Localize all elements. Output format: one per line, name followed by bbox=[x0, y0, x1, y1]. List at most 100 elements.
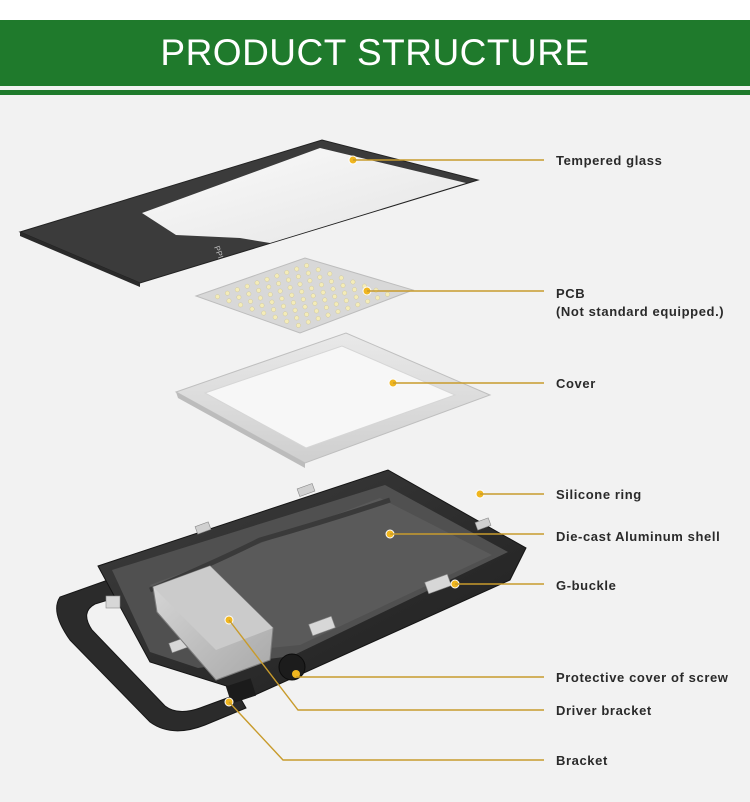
led-chip bbox=[365, 298, 371, 304]
led-chip bbox=[323, 305, 329, 310]
led-chip bbox=[345, 305, 351, 311]
led-chip bbox=[327, 271, 333, 277]
label-screw-cover: Protective cover of screw bbox=[556, 670, 729, 685]
label-g-buckle: G-buckle bbox=[556, 578, 617, 593]
led-chip bbox=[256, 287, 262, 293]
page-title: PRODUCT STRUCTURE bbox=[160, 32, 590, 73]
led-chip bbox=[375, 295, 380, 301]
led-chip bbox=[215, 294, 220, 300]
led-chip bbox=[385, 291, 390, 297]
tempered-glass-part: PPI bbox=[18, 139, 480, 287]
pcb-part bbox=[194, 257, 415, 334]
led-chip bbox=[352, 287, 357, 292]
led-chip bbox=[289, 292, 295, 298]
led-chip bbox=[234, 287, 240, 293]
led-chip bbox=[274, 273, 280, 279]
led-chip bbox=[269, 299, 275, 305]
led-chip bbox=[271, 307, 276, 312]
top-margin bbox=[0, 0, 750, 20]
led-chip bbox=[238, 302, 244, 308]
led-chip bbox=[307, 278, 313, 284]
label-driver-bracket: Driver bracket bbox=[556, 703, 652, 718]
led-chip bbox=[338, 275, 344, 281]
led-chip bbox=[295, 322, 301, 328]
led-chip bbox=[340, 283, 346, 288]
led-chip bbox=[322, 297, 328, 303]
led-chip bbox=[314, 308, 319, 314]
led-chip bbox=[305, 270, 311, 276]
leader-line-bracket bbox=[228, 701, 544, 761]
svg-text:PPI: PPI bbox=[212, 245, 225, 260]
led-chip bbox=[248, 298, 253, 304]
led-chip bbox=[330, 286, 336, 292]
label-cover: Cover bbox=[556, 376, 596, 391]
shell-part bbox=[97, 155, 527, 707]
led-chip bbox=[284, 270, 290, 275]
led-chip bbox=[246, 291, 252, 297]
led-chip bbox=[267, 292, 273, 297]
led-chip bbox=[249, 306, 255, 312]
led-chip bbox=[292, 307, 298, 313]
led-chip bbox=[266, 284, 272, 290]
led-chip bbox=[282, 311, 288, 317]
led-chip bbox=[257, 295, 263, 301]
led-chip bbox=[224, 290, 230, 296]
header-rule bbox=[0, 90, 750, 95]
led-chip bbox=[244, 283, 250, 289]
led-chip bbox=[317, 274, 323, 280]
led-chip bbox=[319, 282, 324, 288]
led-chip bbox=[264, 276, 270, 282]
led-chip bbox=[355, 302, 361, 308]
led-chip bbox=[335, 309, 341, 314]
header-banner: PRODUCT STRUCTURE bbox=[0, 20, 750, 86]
led-chip bbox=[284, 318, 290, 324]
led-chip bbox=[290, 300, 296, 306]
led-chip bbox=[272, 314, 278, 320]
leader-lines bbox=[228, 159, 544, 761]
led-chip bbox=[373, 287, 379, 293]
led-chip bbox=[277, 288, 283, 294]
led-chip bbox=[325, 312, 331, 318]
led-chip bbox=[310, 293, 316, 299]
led-chip bbox=[226, 298, 232, 304]
led-chip bbox=[254, 280, 260, 286]
led-chip bbox=[320, 289, 326, 295]
label-pcb-name: PCB bbox=[556, 286, 586, 301]
led-chip bbox=[315, 316, 321, 321]
label-pcb: PCB (Not standard equipped.) bbox=[556, 286, 724, 319]
led-chip bbox=[315, 267, 321, 273]
led-chip bbox=[304, 263, 309, 268]
label-bracket: Bracket bbox=[556, 753, 608, 768]
led-chip bbox=[342, 290, 347, 296]
led-chip bbox=[261, 310, 267, 316]
led-chip bbox=[287, 285, 293, 290]
led-chip bbox=[309, 285, 314, 291]
led-chip bbox=[294, 266, 300, 272]
led-chip bbox=[332, 294, 338, 299]
led-chip bbox=[299, 289, 305, 295]
label-tempered-glass: Tempered glass bbox=[556, 153, 663, 168]
led-chip bbox=[302, 304, 308, 310]
led-chip bbox=[350, 279, 356, 285]
led-chip bbox=[279, 296, 285, 301]
leader-line-driver-bracket bbox=[228, 619, 544, 711]
led-chip bbox=[328, 278, 334, 284]
led-chip bbox=[300, 296, 306, 302]
led-chip bbox=[236, 294, 242, 300]
led-chip bbox=[343, 298, 349, 303]
led-chip bbox=[333, 301, 339, 307]
led-chip bbox=[304, 311, 309, 317]
led-chip bbox=[294, 315, 300, 321]
led-chip bbox=[295, 274, 301, 279]
cover-part bbox=[174, 332, 492, 468]
label-pcb-note: (Not standard equipped.) bbox=[556, 304, 725, 319]
label-aluminum-shell: Die-cast Aluminum shell bbox=[556, 529, 721, 544]
led-chip bbox=[353, 294, 359, 300]
led-chip bbox=[286, 277, 291, 283]
led-chip bbox=[312, 300, 318, 306]
led-chip bbox=[281, 303, 286, 309]
led-chip bbox=[297, 281, 303, 287]
led-chip bbox=[276, 281, 281, 286]
label-silicone-ring: Silicone ring bbox=[556, 487, 642, 502]
